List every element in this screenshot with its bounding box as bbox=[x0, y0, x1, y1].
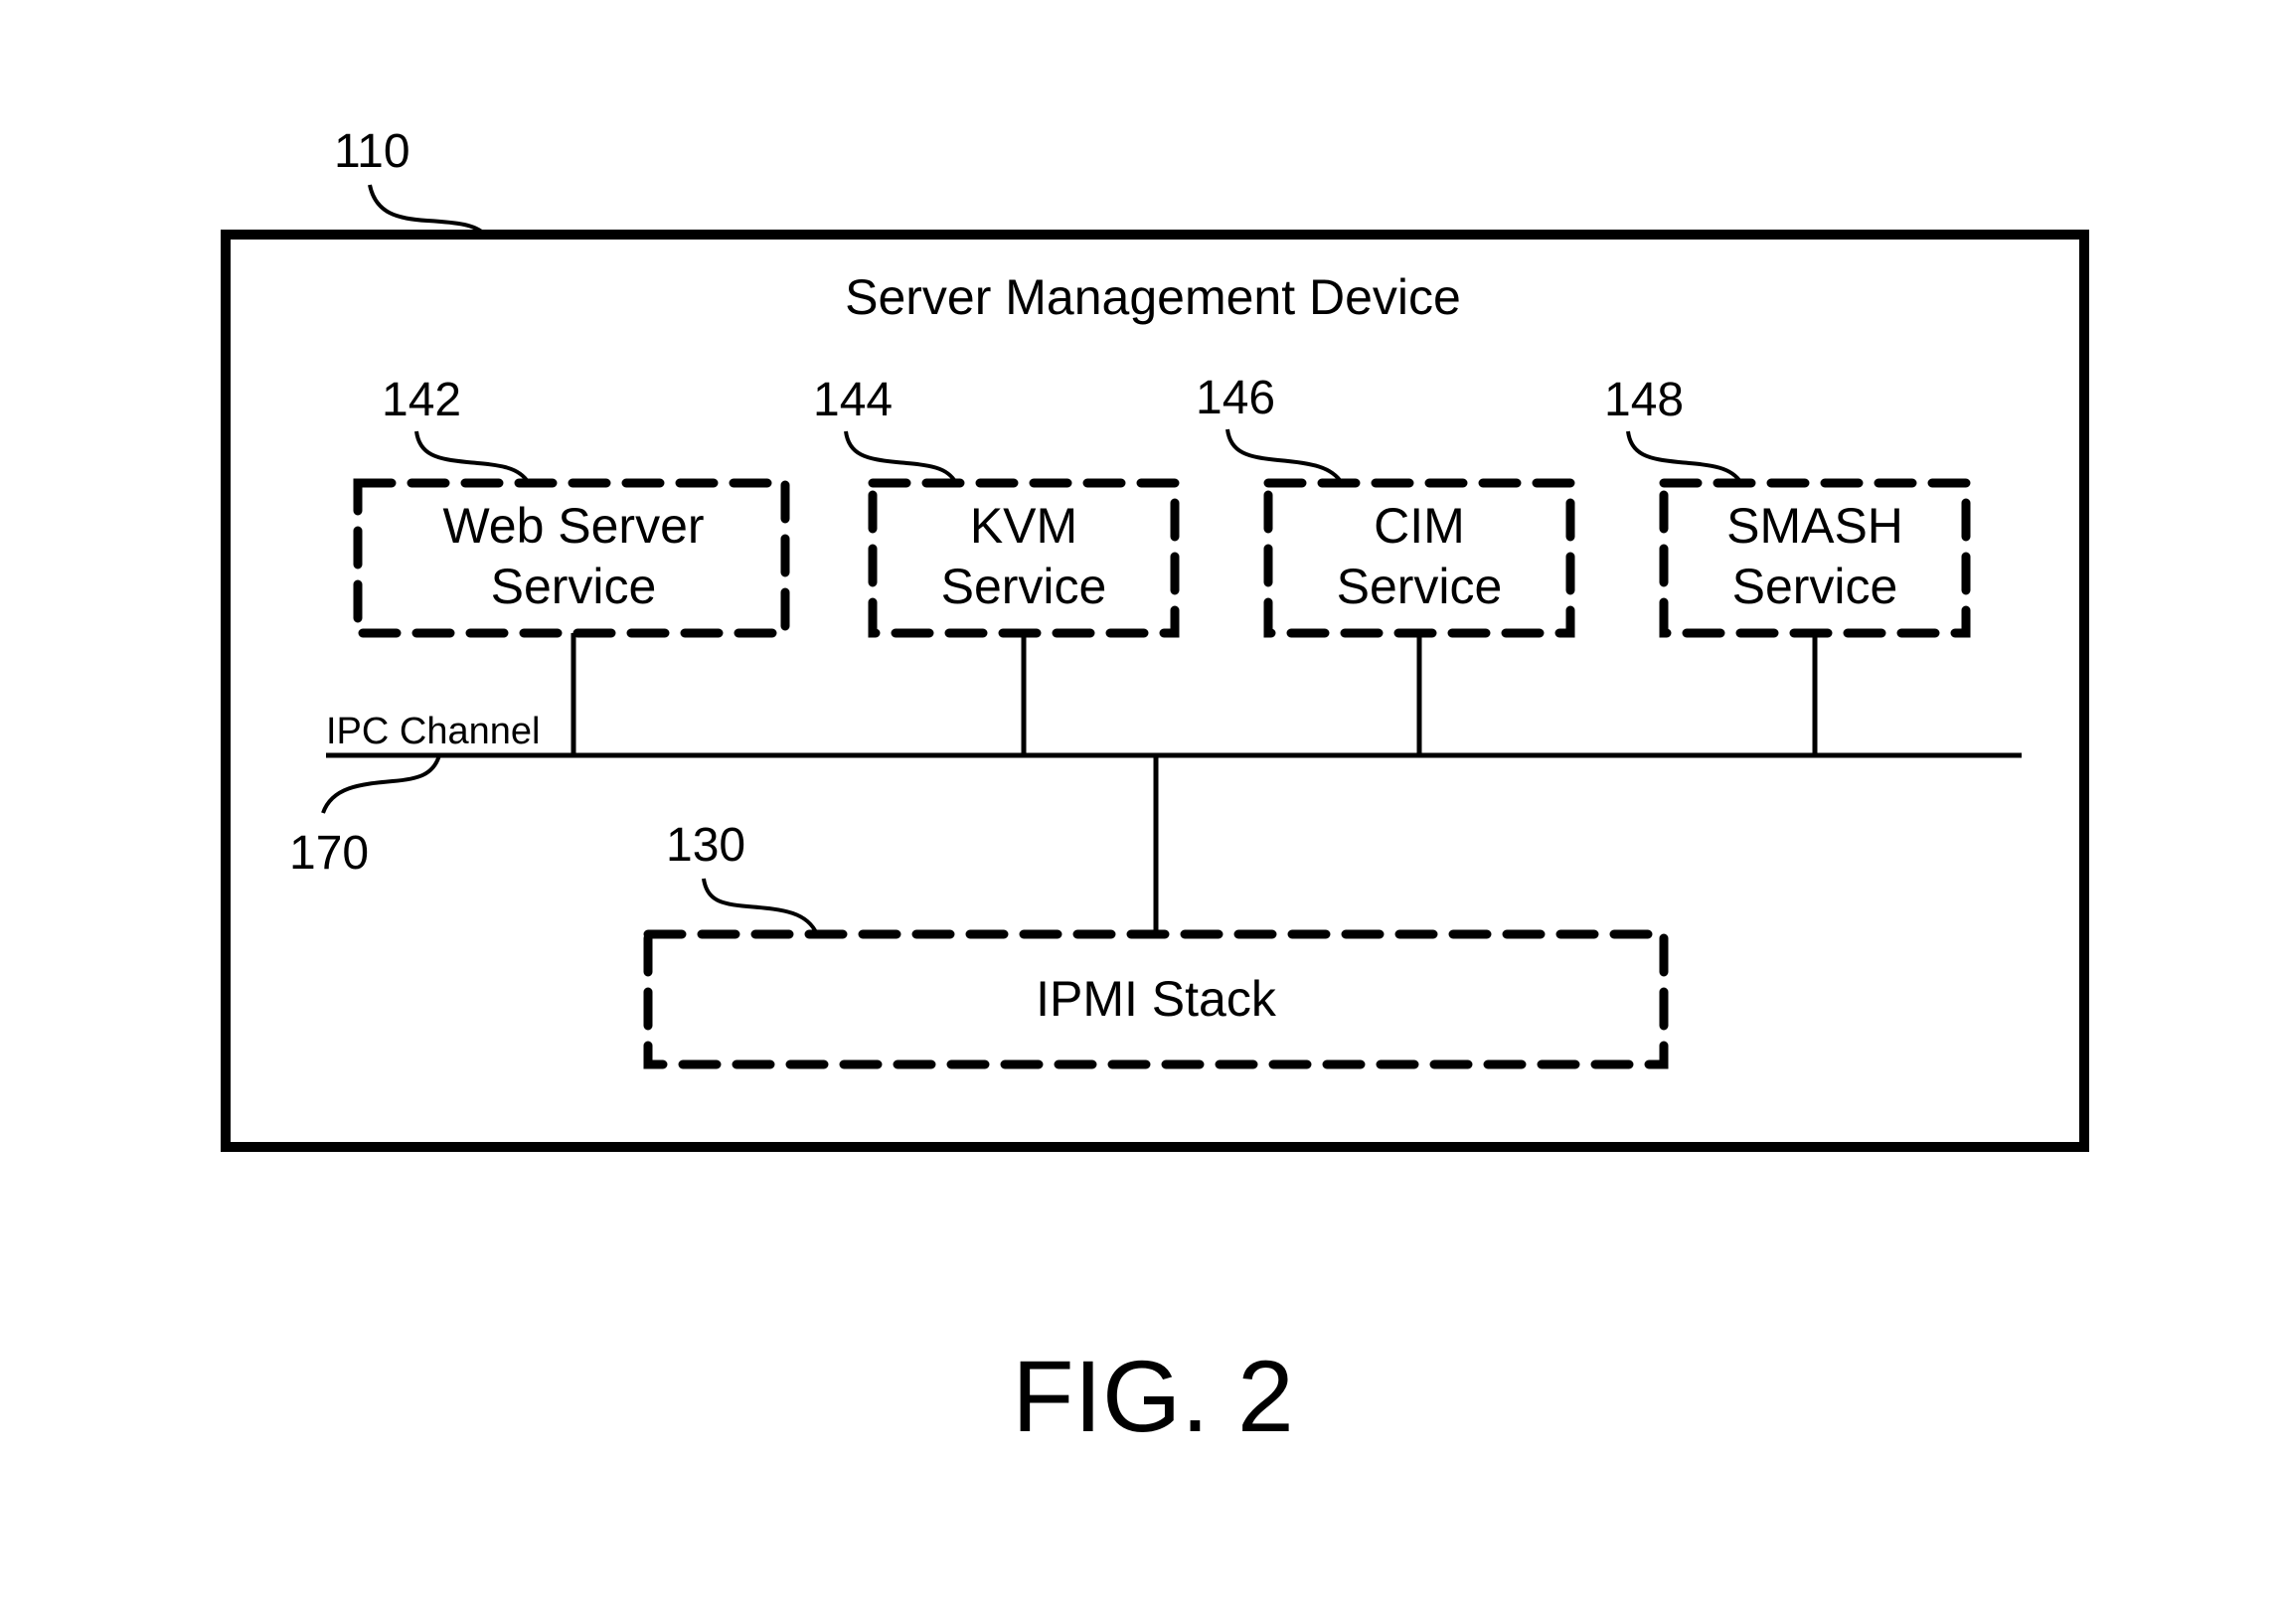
cim-service: CIM Service 146 bbox=[1196, 372, 1570, 755]
service-leader-line bbox=[416, 431, 529, 483]
kvm-service: KVM Service 144 bbox=[813, 374, 1175, 755]
ipc-channel-label: IPC Channel bbox=[326, 711, 540, 752]
web-server-service: Web Server Service 142 bbox=[358, 374, 785, 755]
service-leader-line bbox=[846, 431, 956, 483]
ipc-channel-ref-label: 170 bbox=[289, 827, 369, 880]
device-leader-line bbox=[370, 185, 485, 235]
device-title: Server Management Device bbox=[845, 269, 1461, 325]
ipc-channel-leader-line bbox=[323, 755, 439, 813]
service-ref-label: 142 bbox=[382, 374, 461, 426]
service-label-line2: Service bbox=[1337, 559, 1503, 614]
service-ref-label: 146 bbox=[1196, 372, 1275, 424]
ipc-channel: IPC Channel 170 bbox=[289, 711, 2022, 934]
ipmi-stack-label: IPMI Stack bbox=[1036, 971, 1277, 1027]
device-ref-label: 110 bbox=[334, 125, 410, 178]
service-label-line2: Service bbox=[491, 559, 657, 614]
ipmi-stack-ref-label: 130 bbox=[666, 819, 745, 872]
service-leader-line bbox=[1227, 429, 1342, 483]
figure-caption: FIG. 2 bbox=[1012, 1340, 1293, 1453]
service-label-line1: Web Server bbox=[442, 498, 704, 554]
smash-service: SMASH Service 148 bbox=[1604, 374, 1966, 755]
service-label-line2: Service bbox=[1732, 559, 1898, 614]
service-ref-label: 148 bbox=[1604, 374, 1684, 426]
service-ref-label: 144 bbox=[813, 374, 893, 426]
service-label-line1: KVM bbox=[970, 498, 1077, 554]
service-label-line1: SMASH bbox=[1726, 498, 1903, 554]
ipmi-stack-leader-line bbox=[704, 879, 817, 934]
service-leader-line bbox=[1628, 431, 1741, 483]
service-label-line1: CIM bbox=[1374, 498, 1465, 554]
service-label-line2: Service bbox=[941, 559, 1107, 614]
